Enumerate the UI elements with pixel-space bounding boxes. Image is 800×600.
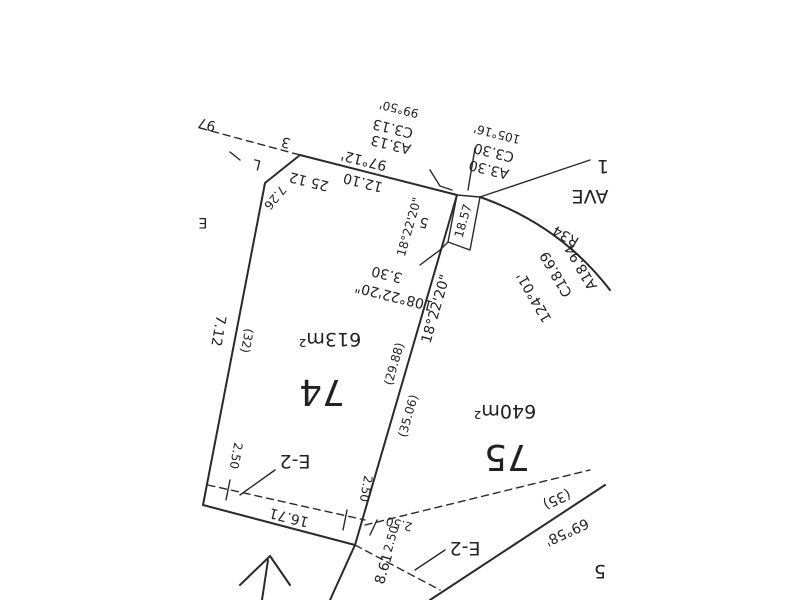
neighbor-left-value: 97 xyxy=(196,114,217,134)
edge-fragment-5: 5 xyxy=(594,560,606,582)
road-name-fragment: AVE xyxy=(572,185,609,207)
easement-line-lot-75 xyxy=(364,469,591,526)
lot-75-bottom-dim: (35) xyxy=(540,485,573,512)
leader-line-top xyxy=(429,169,453,191)
easement-tick xyxy=(342,509,348,531)
easement-leader xyxy=(414,549,446,571)
easement-tick xyxy=(225,479,231,501)
lot-neighbor-fragment: E xyxy=(199,214,208,230)
easement-tick xyxy=(369,519,378,536)
easement-leader xyxy=(239,469,276,496)
leader-line-right xyxy=(467,147,476,191)
road-labels: AVE 1 xyxy=(572,155,609,207)
trunc-c3-value: 99°50' xyxy=(378,97,420,120)
lot-75-bottom-bearing: 69°58' xyxy=(542,515,591,549)
bottom-dim: 16.71 xyxy=(268,504,311,529)
neighbor-boundary-left xyxy=(229,151,241,161)
lot-75-lower-dim: 8.61 xyxy=(372,552,396,586)
inner-dim: 3.30 xyxy=(370,262,404,285)
leader-line-inner xyxy=(419,241,449,266)
lot-74-number: 74 xyxy=(299,371,345,412)
road-number-fragment: 1 xyxy=(597,155,609,177)
lot-75-curve-boundary xyxy=(479,196,611,291)
north-arrow xyxy=(239,555,291,600)
lot-75-number: 75 xyxy=(484,436,530,477)
curve-labels: R34 A18.94 C18.69 124°01' xyxy=(514,222,601,325)
left-side-length: 7.12 xyxy=(207,314,228,347)
right-side-dim-2: (35.06) xyxy=(395,393,421,439)
lot-75-bottom-boundary xyxy=(429,484,606,600)
trunc-side-small: 5 xyxy=(418,213,431,231)
lot-74-boundary xyxy=(202,154,458,546)
lot-74-area: 613m² xyxy=(299,328,361,350)
top-bearing: 25 12 xyxy=(288,168,331,193)
edge-fragment-3: 3 xyxy=(280,133,293,151)
road-boundary-line xyxy=(479,159,591,198)
edge-fragments: 97 L 3 E 5 xyxy=(196,114,606,582)
lot-75-side-boundary xyxy=(329,544,356,600)
lot-75-lower-dim-2: 2.50 xyxy=(381,524,402,554)
easement-width-1: 2.50 xyxy=(227,441,245,470)
easement-width-3: 2.50 xyxy=(384,514,413,534)
left-side-dim: (32) xyxy=(238,327,256,354)
easement-label-lot-74: E-2 xyxy=(280,450,311,472)
easement-line-lot-74 xyxy=(207,484,366,521)
truncation-strip xyxy=(447,194,481,251)
easement-line-lower xyxy=(354,544,441,591)
easement-label-lot-75: E-2 xyxy=(450,537,481,559)
corner-dim: 7.26 xyxy=(261,183,289,212)
neighbor-left-fragment: L xyxy=(251,155,263,172)
lot-75-area: 640m² xyxy=(474,400,536,422)
neighbor-boundary-top-left xyxy=(199,127,301,156)
easement-width-2: 2.50 xyxy=(357,474,375,503)
top-dim: 12.10 xyxy=(342,169,385,194)
